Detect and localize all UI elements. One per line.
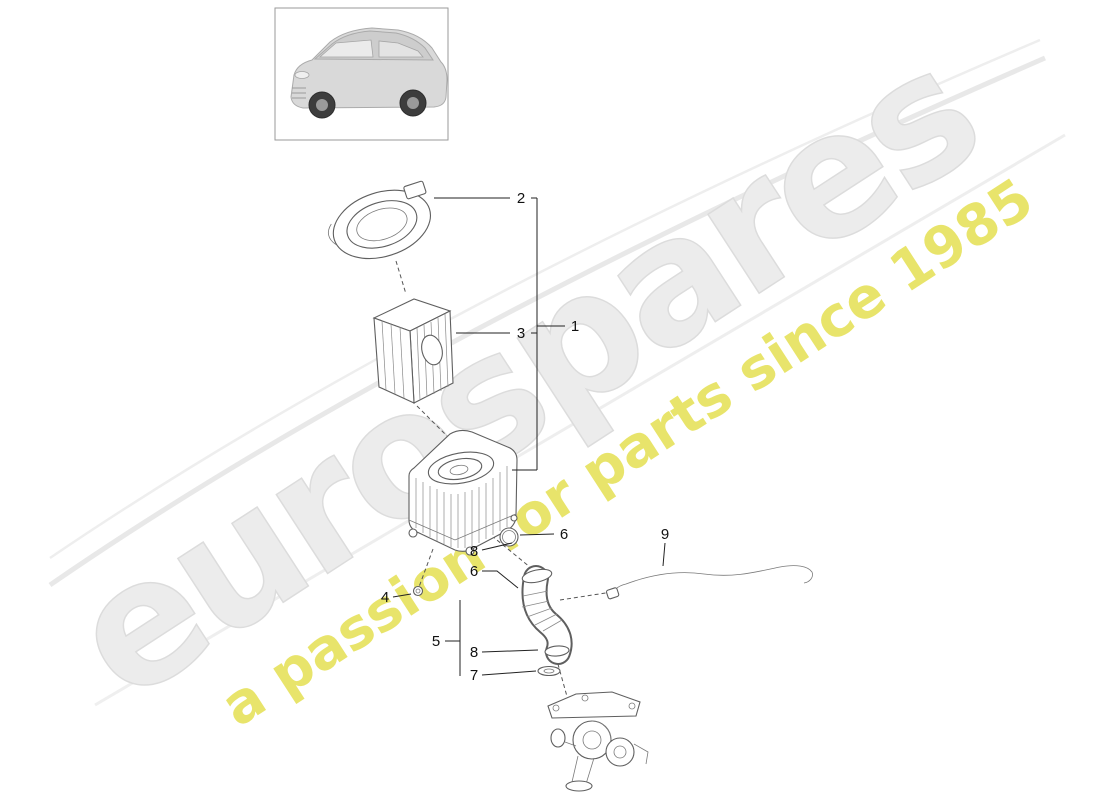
callout-2[interactable]: 2 (517, 190, 525, 207)
callout-2-label[interactable]: 2 (517, 190, 525, 207)
callout-9-label[interactable]: 9 (661, 526, 669, 543)
callout-leader-lines (392, 197, 666, 676)
part-air-intake-duct[interactable] (321, 178, 442, 272)
callout-4[interactable]: 4 (381, 589, 389, 606)
callout-5-label[interactable]: 5 (432, 633, 440, 650)
callout-3[interactable]: 3 (517, 325, 525, 342)
part-air-cleaner-housing[interactable] (408, 429, 518, 556)
watermark-brand-text: eurospares (38, 11, 1009, 739)
vehicle-thumbnail[interactable] (274, 7, 449, 141)
callout-6-right[interactable]: 6 (560, 526, 568, 543)
callout-8-upper[interactable]: 8 (470, 543, 478, 560)
part-vacuum-line[interactable] (605, 565, 813, 600)
car-headlight (294, 71, 310, 79)
part-sealing-ring-upper[interactable] (499, 527, 519, 547)
callout-6-left[interactable]: 6 (470, 563, 478, 580)
callout-1-label[interactable]: 1 (571, 318, 579, 335)
hose-ribs (521, 590, 563, 632)
hose-clamp-bottom (544, 645, 570, 657)
watermark-swoosh (48, 38, 1066, 707)
callout-5[interactable]: 5 (432, 633, 440, 650)
watermark-brand: eurospares (37, 10, 1010, 740)
callout-8-lower-label[interactable]: 8 (470, 644, 478, 661)
part-bolt[interactable] (412, 585, 424, 597)
part-turbocharger[interactable] (547, 691, 649, 792)
part-air-filter-element[interactable] (372, 298, 454, 404)
part-gasket[interactable] (537, 665, 561, 677)
part-intake-hose[interactable] (521, 565, 573, 665)
callout-8-upper-label[interactable]: 8 (470, 543, 478, 560)
callout-3-label[interactable]: 3 (517, 325, 525, 342)
callout-9[interactable]: 9 (661, 526, 669, 543)
callout-1[interactable]: 1 (571, 318, 579, 335)
car-illustration (290, 27, 448, 119)
callout-6-left-label[interactable]: 6 (470, 563, 478, 580)
callout-6-right-label[interactable]: 6 (560, 526, 568, 543)
callout-8-lower[interactable]: 8 (470, 644, 478, 661)
callout-7[interactable]: 7 (470, 667, 478, 684)
callout-4-label[interactable]: 4 (381, 589, 389, 606)
hose-clamp-top (521, 568, 553, 584)
callout-7-label[interactable]: 7 (470, 667, 478, 684)
housing-ribs (415, 466, 508, 548)
